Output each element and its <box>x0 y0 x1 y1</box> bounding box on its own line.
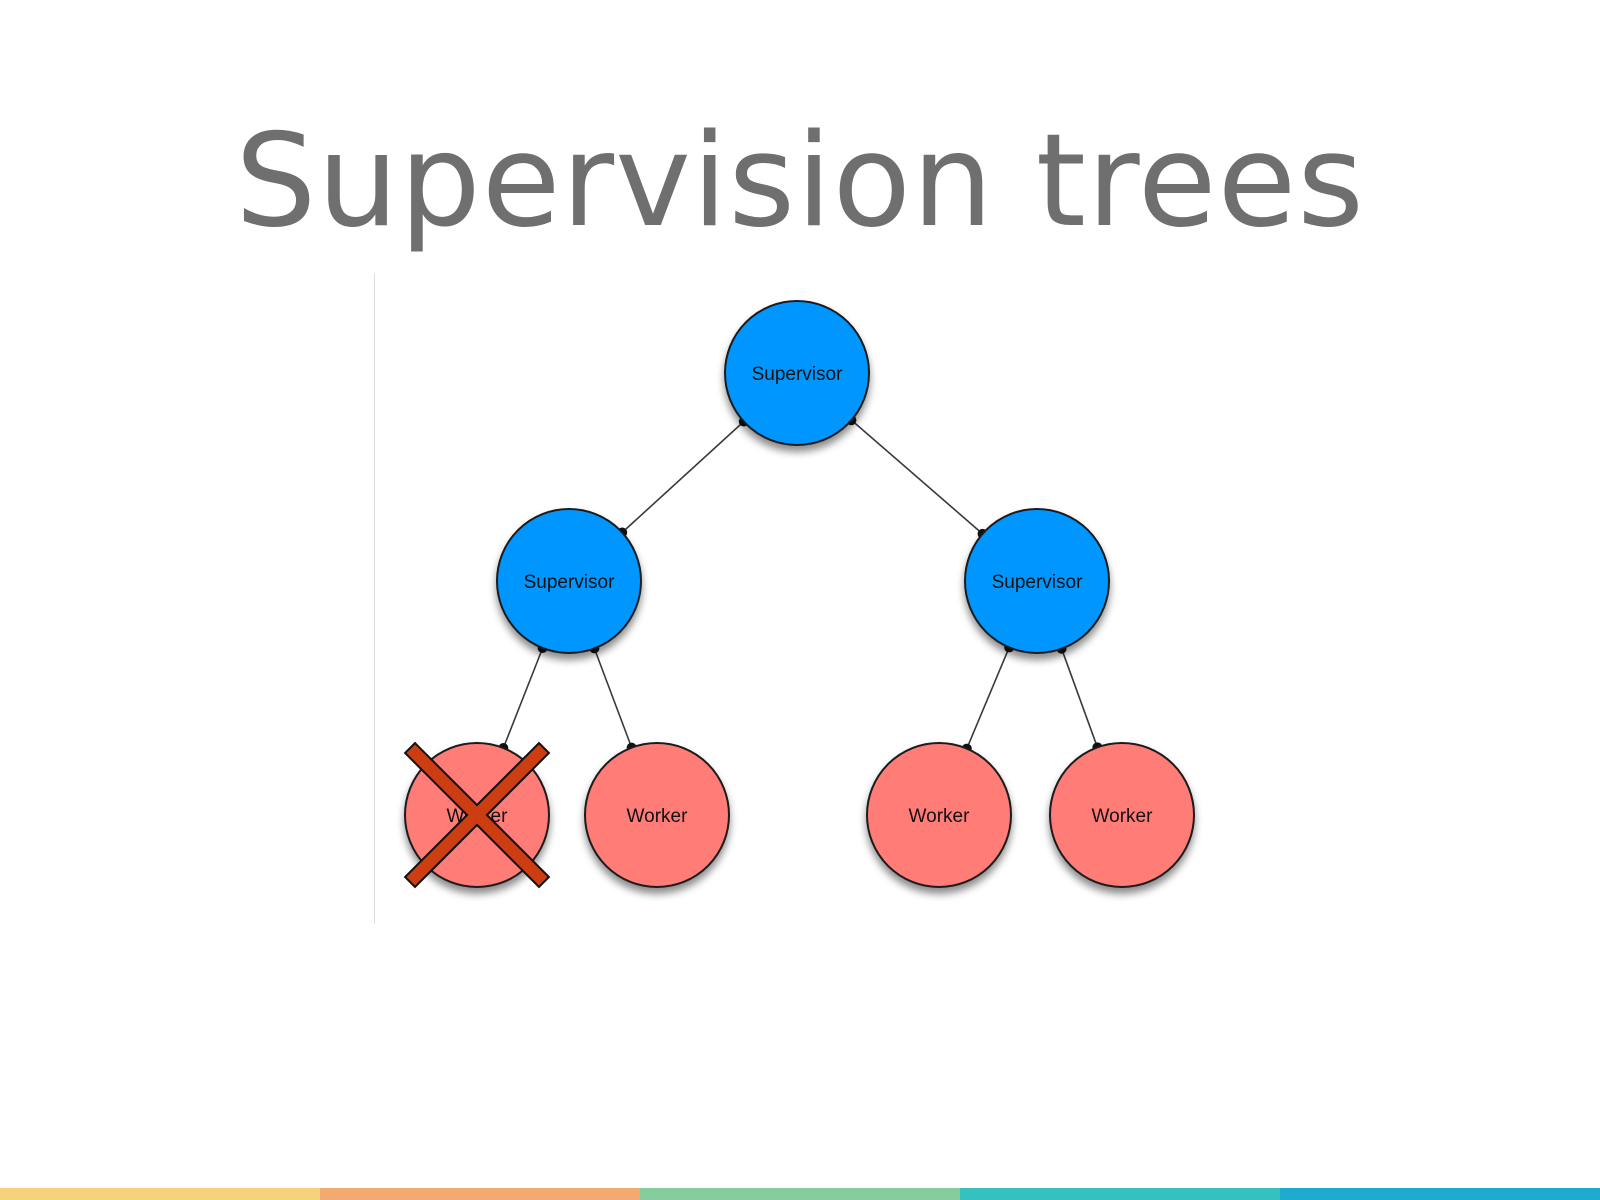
color-bar-segment <box>320 1188 640 1200</box>
failure-marks <box>403 741 551 889</box>
divider <box>374 274 375 924</box>
node-circle <box>866 742 1012 888</box>
edge-sup-right-to-worker-3 <box>961 642 1015 754</box>
edge-root-to-sup-right <box>846 415 988 539</box>
node-label: Supervisor <box>992 572 1083 593</box>
node-circle <box>496 508 642 654</box>
edge-sup-left-to-worker-1 <box>498 643 548 753</box>
color-bar-segment <box>1280 1188 1600 1200</box>
edge-root-to-sup-left <box>617 416 749 538</box>
color-bar-segment <box>960 1188 1280 1200</box>
node-label: Supervisor <box>752 364 843 385</box>
node-circle <box>724 300 870 446</box>
edge-sup-right-to-worker-4 <box>1056 643 1103 753</box>
node-label: Worker <box>627 806 689 827</box>
node-label: Supervisor <box>524 572 615 593</box>
supervisor-node-sup-right: Supervisor <box>964 508 1110 654</box>
supervisor-node-root: Supervisor <box>724 300 870 446</box>
edge-sup-left-to-worker-2 <box>589 643 637 753</box>
supervisor-node-sup-left: Supervisor <box>496 508 642 654</box>
worker-node-worker-3: Worker <box>866 742 1012 888</box>
footer-color-bar <box>0 1188 1600 1200</box>
node-label: Worker <box>909 806 971 827</box>
page-title: Supervision trees <box>235 107 1365 256</box>
failed-cross-icon <box>403 741 551 889</box>
node-circle <box>1049 742 1195 888</box>
node-circle <box>584 742 730 888</box>
color-bar-segment <box>640 1188 960 1200</box>
worker-node-worker-2: Worker <box>584 742 730 888</box>
node-circle <box>964 508 1110 654</box>
node-label: Worker <box>1092 806 1154 827</box>
color-bar-segment <box>0 1188 320 1200</box>
worker-node-worker-4: Worker <box>1049 742 1195 888</box>
